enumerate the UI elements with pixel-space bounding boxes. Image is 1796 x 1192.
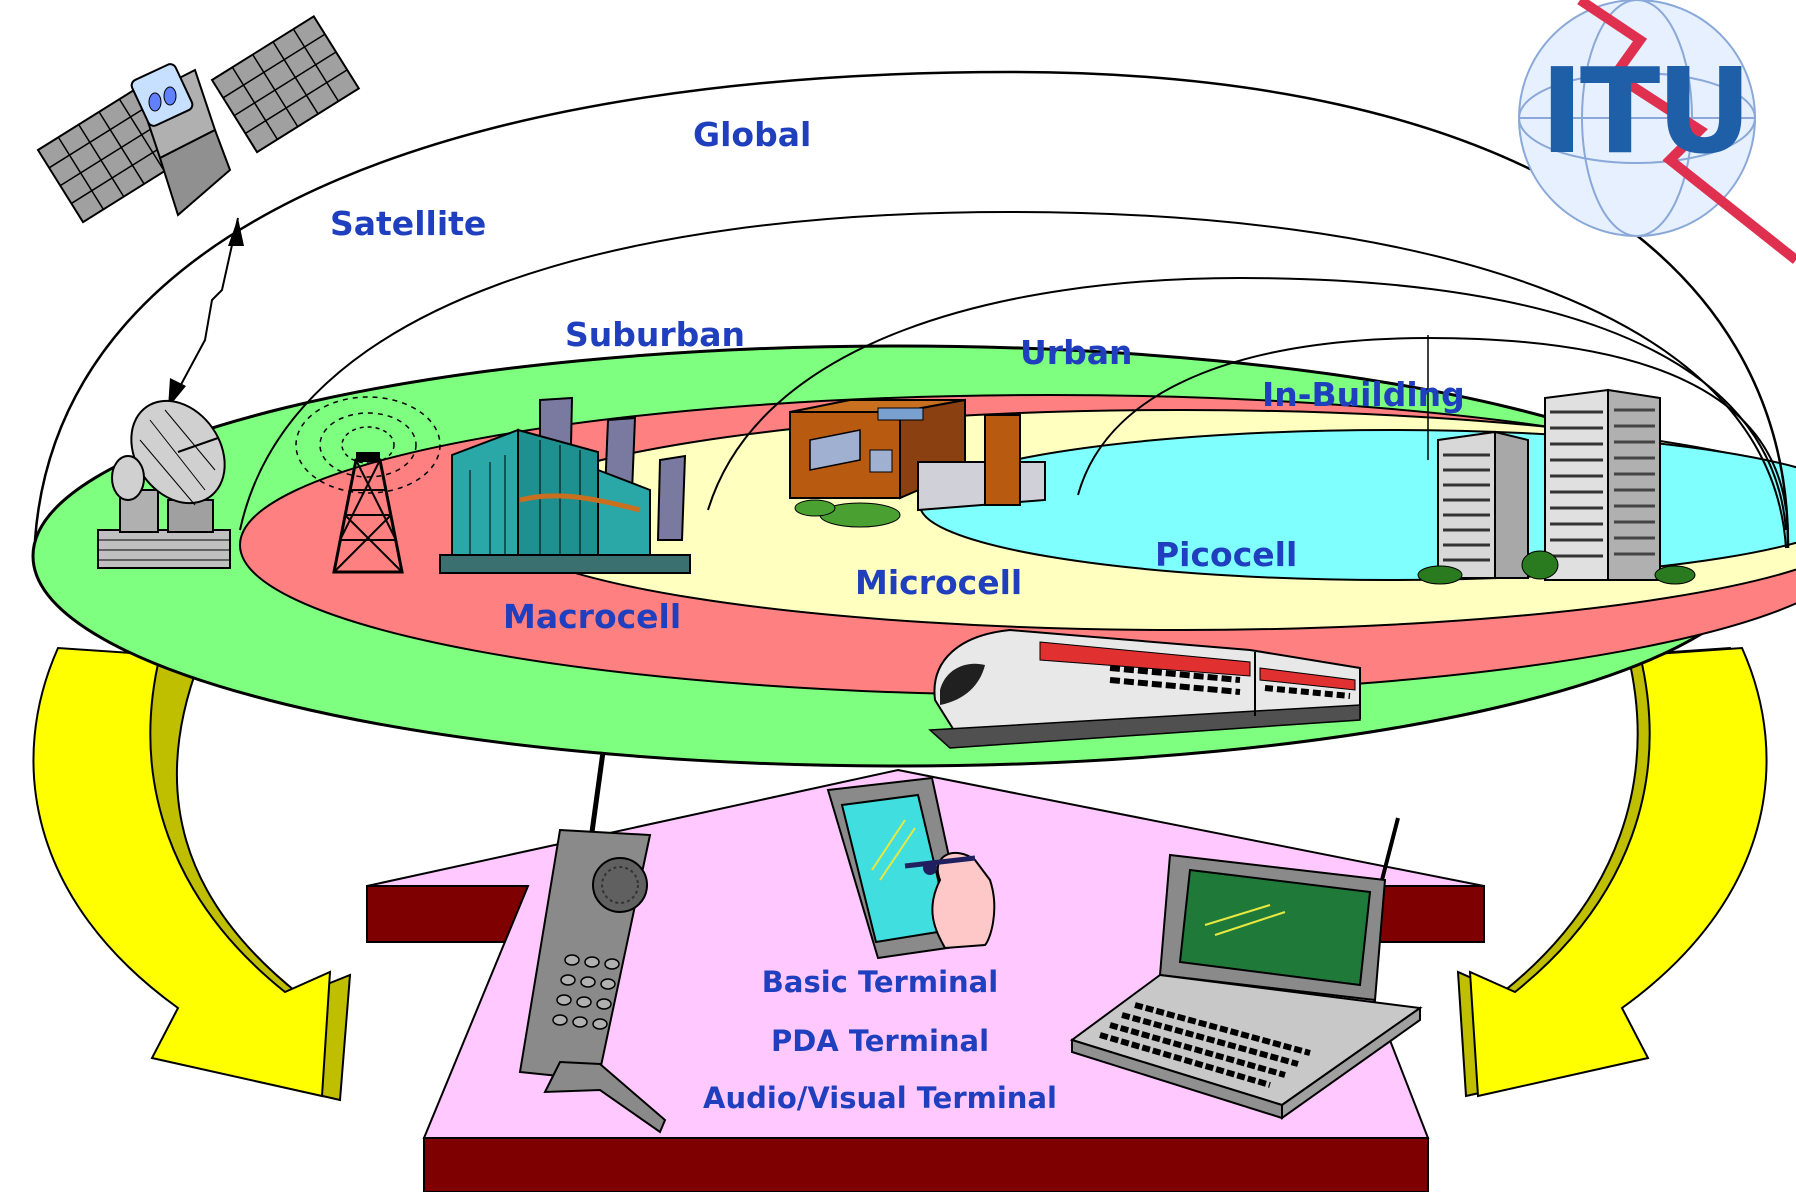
lightning-bolt-icon bbox=[1577, 0, 1796, 264]
platform-left-wing bbox=[366, 885, 529, 943]
train-icon bbox=[928, 628, 1361, 749]
zone-label-global: Global bbox=[693, 115, 812, 154]
zone-label-in-building: In-Building bbox=[1262, 375, 1465, 414]
satellite-icon bbox=[36, 15, 361, 224]
terminal-label-audio-visual: Audio/Visual Terminal bbox=[703, 1081, 1057, 1115]
ground-station-icon bbox=[97, 399, 231, 569]
house-icon bbox=[789, 398, 1046, 528]
zone-label-picocell: Picocell bbox=[1155, 535, 1298, 574]
global-dome bbox=[33, 70, 1790, 549]
zone-label-urban: Urban bbox=[1020, 333, 1133, 372]
industrial-plant-icon bbox=[439, 396, 691, 574]
office-buildings-icon bbox=[1417, 388, 1696, 585]
pda-icon bbox=[826, 776, 996, 960]
left-curved-arrow bbox=[32, 646, 352, 1102]
itu-logo-text: ITU bbox=[1540, 42, 1752, 180]
picocell-ellipse bbox=[919, 429, 1796, 581]
terminal-label-basic: Basic Terminal bbox=[761, 965, 999, 999]
urban-dome bbox=[707, 276, 1787, 531]
zone-label-microcell: Microcell bbox=[855, 563, 1023, 602]
terminal-label-pda: PDA Terminal bbox=[770, 1024, 990, 1058]
right-curved-arrow bbox=[1456, 646, 1768, 1098]
satellite-link-arrow bbox=[168, 217, 244, 408]
itu-logo bbox=[1518, 0, 1796, 264]
platform-front-face bbox=[423, 1137, 1429, 1192]
mobile-phone-icon bbox=[518, 751, 667, 1134]
suburban-dome bbox=[239, 210, 1787, 549]
macrocell-tower-icon bbox=[295, 396, 441, 574]
zone-label-suburban: Suburban bbox=[565, 315, 746, 354]
zone-label-satellite: Satellite bbox=[330, 204, 487, 243]
zone-label-macrocell: Macrocell bbox=[503, 597, 682, 636]
laptop-icon bbox=[1069, 817, 1423, 1120]
